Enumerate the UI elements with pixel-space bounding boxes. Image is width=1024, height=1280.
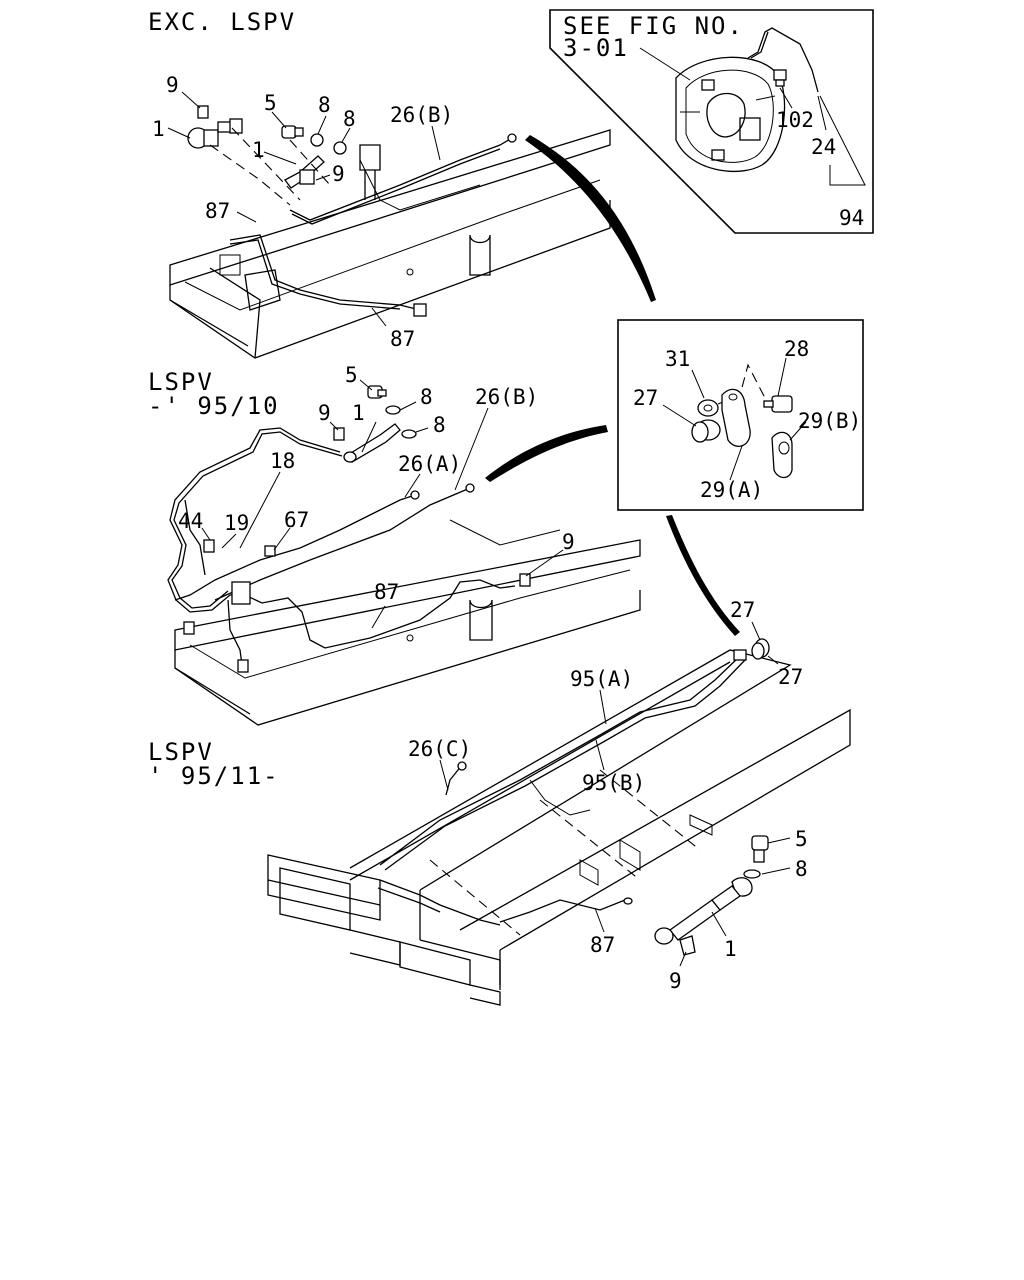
callout-mid-67: 67	[284, 508, 309, 532]
bushing-27-bottom	[751, 638, 770, 660]
callout-top-8b: 8	[343, 107, 356, 131]
brake-pipe-lspv-loop	[167, 427, 516, 649]
bolt-5-bottom	[751, 835, 769, 863]
brake-pipe-26b-middle	[214, 487, 471, 601]
connector-arrow-clip-upper	[485, 425, 608, 482]
brake-pipe-87-top	[229, 234, 421, 311]
callout-mid-44: 44	[178, 509, 203, 533]
section-subtitle-lspv-late: ' 95/11-	[148, 762, 280, 790]
clip-9-top	[197, 105, 209, 119]
bolt-5-middle	[367, 385, 387, 399]
callout-mid-18: 18	[270, 449, 295, 473]
backing-plate	[675, 56, 786, 172]
washer-8-middle-b	[401, 429, 417, 439]
callout-top-5: 5	[264, 91, 277, 115]
brake-pipe-95b	[384, 659, 746, 871]
clip-29a	[721, 388, 751, 447]
callout-top-9a: 9	[166, 73, 179, 97]
brake-pipe-95a	[379, 655, 741, 866]
callout-top-26b: 26(B)	[390, 103, 453, 127]
bolt-102	[773, 69, 787, 81]
union-1-top	[187, 127, 219, 149]
callout-mid-9a: 9	[318, 401, 331, 425]
hose-1-bottom	[654, 877, 753, 945]
callout-clip-29a: 29(A)	[700, 478, 763, 502]
callout-mid-19: 19	[224, 511, 249, 535]
frame-top: 9 5 8 8 26(B) 1 1 9 87 87	[152, 73, 611, 359]
callout-mid-8b: 8	[433, 413, 446, 437]
callout-mid-9b: 9	[562, 530, 575, 554]
brake-pipe-26a-middle	[174, 494, 416, 601]
brake-pipe-26b-top	[289, 137, 513, 225]
connector-arrow-clip-lower	[666, 515, 740, 636]
callout-mid-5: 5	[345, 363, 358, 387]
callout-clip-27: 27	[633, 386, 658, 410]
bolt-5-top	[281, 125, 304, 139]
callout-ref-102: 102	[776, 108, 814, 132]
nut-31	[697, 399, 719, 417]
callout-ref-24: 24	[811, 135, 836, 159]
callout-bot-8: 8	[795, 857, 808, 881]
brake-pipe-87-bottom	[499, 899, 626, 923]
callout-top-87a: 87	[205, 199, 230, 223]
callout-clip-31: 31	[665, 347, 690, 371]
callout-bot-27b: 27	[778, 665, 803, 689]
lspv-valve-bracket	[231, 581, 251, 605]
callout-mid-87: 87	[374, 580, 399, 604]
callout-bot-1: 1	[724, 937, 737, 961]
clip-detail-box: 31 28 27 29(B) 29(A)	[617, 319, 864, 511]
brake-pipe-24	[747, 27, 819, 93]
callout-top-1a: 1	[152, 117, 165, 141]
callout-mid-26b: 26(B)	[475, 385, 538, 409]
reference-box-line2: 3-01	[563, 34, 629, 62]
washer-8-bottom	[743, 869, 761, 879]
washer-8-top-b	[333, 141, 347, 155]
callout-bot-27a: 27	[730, 598, 755, 622]
clip-9-middle-a	[333, 427, 345, 441]
frame-middle: 5 8 8 9 1 26(B) 26(A) 18 44 19 67 9 87	[167, 363, 641, 726]
section-title-exc-lspv: EXC. LSPV	[148, 8, 296, 36]
callout-bot-26c: 26(C)	[408, 737, 471, 761]
reference-box: SEE FIG NO. 3-01 102 24 94	[549, 9, 874, 234]
callout-top-9b: 9	[332, 162, 345, 186]
section-title-lspv-late: LSPV	[148, 738, 214, 766]
callout-bot-95b: 95(B)	[582, 771, 645, 795]
callout-clip-28: 28	[784, 337, 809, 361]
clip-29b	[771, 431, 793, 479]
bolt-28	[763, 395, 793, 413]
callout-top-8a: 8	[318, 93, 331, 117]
reference-box-line1: SEE FIG NO.	[563, 12, 744, 40]
washer-8-top-a	[310, 133, 324, 147]
callout-bot-87: 87	[590, 933, 615, 957]
clip-9-middle-b	[519, 573, 531, 587]
section-subtitle-lspv-early: -' 95/10	[148, 392, 280, 420]
callout-mid-1: 1	[352, 401, 365, 425]
callout-top-87b: 87	[390, 327, 415, 351]
callout-clip-29b: 29(B)	[798, 409, 861, 433]
callout-bot-95a: 95(A)	[570, 667, 633, 691]
bolt-top	[217, 118, 243, 134]
callout-bot-9: 9	[669, 969, 682, 993]
callout-mid-8a: 8	[420, 385, 433, 409]
callout-ref-94: 94	[839, 206, 864, 230]
clip-9-bottom	[679, 935, 696, 956]
bushing-27	[691, 419, 721, 443]
connector-arrow-ref	[525, 135, 656, 302]
callout-mid-26a: 26(A)	[398, 452, 461, 476]
callout-bot-5: 5	[795, 827, 808, 851]
callout-top-1b: 1	[252, 138, 265, 162]
washer-8-middle-a	[385, 405, 401, 415]
section-title-lspv-early: LSPV	[148, 368, 214, 396]
frame-bottom: 27 27 95(A) 26(C) 95(B) 5 8 87 1 9	[267, 598, 851, 1006]
